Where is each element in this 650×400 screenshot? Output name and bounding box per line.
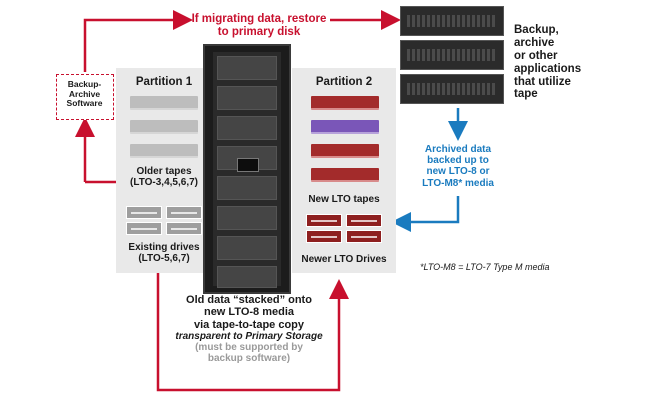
tape-library bbox=[203, 44, 291, 294]
library-display bbox=[237, 158, 259, 172]
new-lto-tapes-label: New LTO tapes bbox=[308, 194, 380, 205]
old-drive bbox=[166, 222, 202, 235]
applications-line6: tape bbox=[514, 88, 538, 101]
restore-note: If migrating data, restore to primary di… bbox=[188, 13, 330, 39]
new-tape bbox=[311, 168, 379, 182]
older-tapes-line2: (LTO-3,4,5,6,7) bbox=[130, 177, 198, 189]
restore-arrow-top bbox=[83, 10, 193, 72]
newer-lto-drives-label: Newer LTO Drives bbox=[301, 254, 387, 265]
stacking-line2: new LTO-8 media bbox=[203, 306, 295, 319]
software-line1: Backup- bbox=[67, 79, 102, 89]
backup-archive-software-box: Backup- Archive Software bbox=[56, 74, 114, 120]
old-tape bbox=[130, 120, 198, 134]
archived-line3: new LTO-8 or bbox=[426, 166, 490, 178]
old-tape bbox=[130, 144, 198, 158]
stacking-note: Old data “stacked” onto new LTO-8 media … bbox=[166, 294, 332, 365]
stacking-line1: Old data “stacked” onto bbox=[186, 294, 312, 306]
new-drive bbox=[346, 230, 382, 243]
applications-line4: applications bbox=[514, 62, 582, 75]
old-drive bbox=[126, 206, 162, 219]
old-drive bbox=[126, 222, 162, 235]
stacking-line4: transparent to Primary Storage bbox=[175, 330, 323, 342]
archived-line2: backed up to bbox=[427, 155, 489, 167]
existing-drives-line1: Existing drives bbox=[128, 242, 200, 253]
applications-line2: archive bbox=[514, 36, 555, 49]
existing-drives-line2: (LTO-5,6,7) bbox=[138, 253, 190, 265]
server-rack bbox=[400, 6, 504, 106]
old-tape bbox=[130, 96, 198, 110]
stacking-line3: via tape-to-tape copy bbox=[193, 318, 305, 331]
stacking-arrow bbox=[156, 272, 349, 392]
applications-label: Backup, archive or other applications th… bbox=[514, 24, 624, 101]
applications-line5: that utilize bbox=[514, 75, 571, 88]
archived-note: Archived data backed up to new LTO-8 or … bbox=[406, 144, 510, 189]
restore-note-line2: to primary disk bbox=[217, 25, 301, 38]
new-tape bbox=[311, 144, 379, 158]
new-drive bbox=[306, 230, 342, 243]
partition1-title: Partition 1 bbox=[135, 76, 193, 88]
restore-note-line1: If migrating data, restore bbox=[191, 13, 327, 25]
stacking-line5: (must be supported by bbox=[195, 342, 303, 354]
footnote: *LTO-M8 = LTO-7 Type M media bbox=[420, 262, 550, 272]
new-tape bbox=[311, 120, 379, 134]
software-line2: Archive bbox=[68, 88, 101, 99]
old-drive bbox=[166, 206, 202, 219]
archive-arrow-left bbox=[391, 196, 460, 232]
stacking-line6: backup software) bbox=[207, 353, 291, 365]
applications-line1: Backup, bbox=[514, 24, 559, 36]
partition2-title: Partition 2 bbox=[315, 76, 373, 88]
archived-line1: Archived data bbox=[424, 144, 492, 155]
older-tapes-line1: Older tapes bbox=[136, 166, 192, 177]
new-drive bbox=[346, 214, 382, 227]
new-drive bbox=[306, 214, 342, 227]
software-line3: Software bbox=[66, 98, 103, 109]
new-tape bbox=[311, 96, 379, 110]
older-tapes-label: Older tapes (LTO-3,4,5,6,7) bbox=[112, 166, 216, 188]
archived-line4: LTO-M8* media bbox=[422, 177, 494, 189]
existing-drives-label: Existing drives (LTO-5,6,7) bbox=[112, 242, 216, 264]
applications-line3: or other bbox=[514, 49, 558, 62]
